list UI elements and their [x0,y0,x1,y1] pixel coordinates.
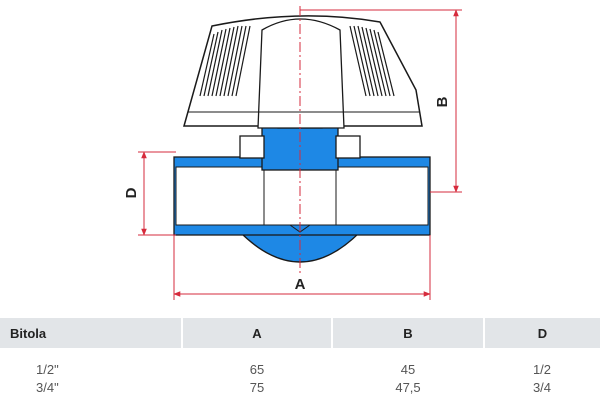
table-row: 1/2" 65 45 1/2 [0,348,600,378]
handle-grip-left [199,25,251,97]
pipe-right-bore [335,166,429,226]
specifications-table: Bitola A B D 1/2" 65 45 1/2 3/4" 75 47,5… [0,318,600,396]
header-b: B [332,318,485,348]
handle-hub [257,18,345,129]
cell-b: 45 [400,361,416,377]
valve-diagram: B D A [123,6,462,300]
dimension-b [300,9,462,193]
cell-b: 47,5 [395,379,421,395]
label-a: A [295,276,306,293]
table-row: 3/4" 75 47,5 3/4 [0,378,600,396]
cell-a: 75 [249,379,265,395]
valve-body [173,117,431,263]
valve-handle [183,15,423,129]
pipe-left-bore [175,166,265,226]
label-b: B [434,96,451,107]
cell-bitola: 3/4" [36,379,59,395]
handle-grip-right [349,25,395,97]
cell-d: 3/4 [532,379,552,395]
table-header-row: Bitola A B D [0,318,600,348]
header-bitola: Bitola [0,318,183,348]
dimension-d [138,151,176,236]
cell-bitola: 1/2" [36,361,59,377]
header-a: A [182,318,333,348]
bonnet-cap-left [239,135,265,159]
bonnet-cap-right [335,135,361,159]
cell-a: 65 [249,361,265,377]
cell-d: 1/2 [532,361,552,377]
header-d: D [484,318,600,348]
dimension-a [173,235,431,300]
label-d: D [123,187,140,198]
